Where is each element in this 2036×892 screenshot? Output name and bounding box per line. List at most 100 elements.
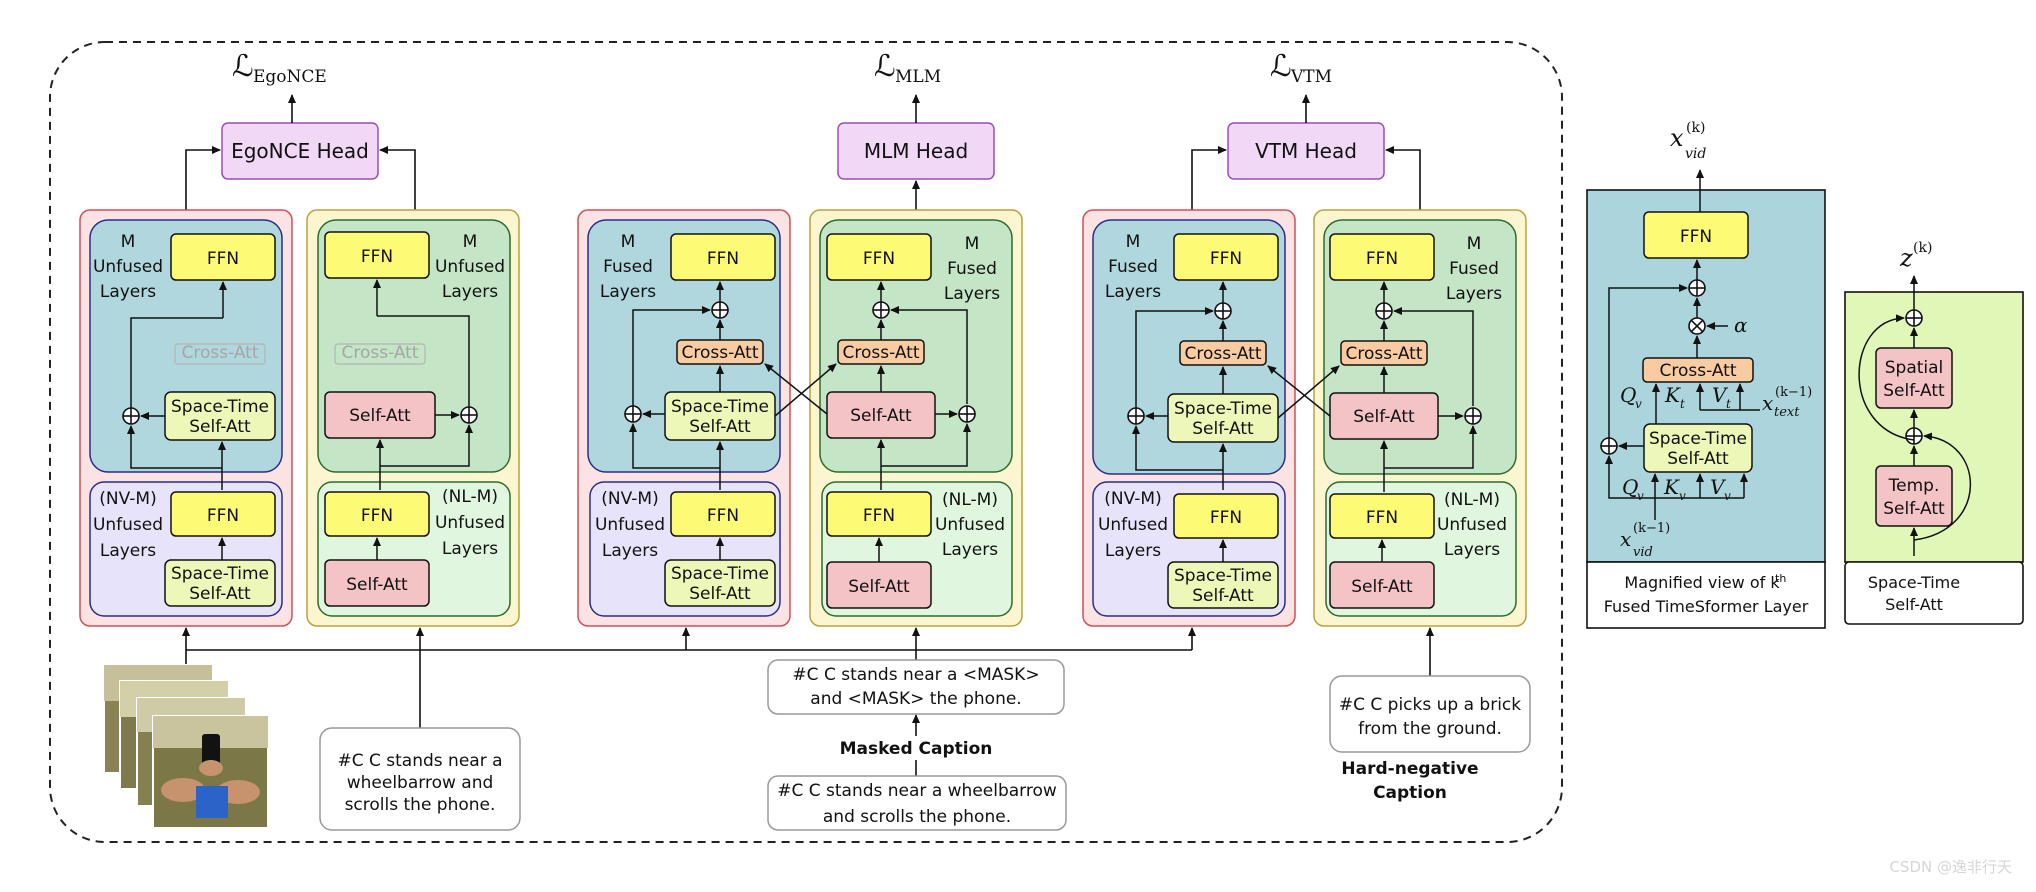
svg-text:Unfused: Unfused xyxy=(435,513,505,533)
svg-text:Space-Time: Space-Time xyxy=(1649,429,1747,449)
svg-text:Cross-Att: Cross-Att xyxy=(1184,344,1261,364)
hard-negative-title-line2: Caption xyxy=(1373,783,1447,803)
head-egonce: EgoNCE Head xyxy=(221,122,379,180)
svg-text:Q: Q xyxy=(1622,475,1638,499)
svg-text:and scrolls the phone.: and scrolls the phone. xyxy=(823,807,1011,827)
svg-text:(NV-M): (NV-M) xyxy=(601,489,658,509)
svg-text:Layers: Layers xyxy=(442,539,498,559)
mlm-text-encoder: FFN M Fused Layers Cross-Att Self-Att FF… xyxy=(809,209,1023,627)
svg-text:Layers: Layers xyxy=(1446,284,1502,304)
svg-text:Unfused: Unfused xyxy=(935,515,1005,535)
svg-text:M: M xyxy=(1467,234,1482,254)
svg-text:wheelbarrow and: wheelbarrow and xyxy=(347,773,494,793)
svg-text:Layers: Layers xyxy=(942,540,998,560)
svg-text:ℒ: ℒ xyxy=(1270,49,1292,84)
caption-box-egonce: #C C stands near a wheelbarrow and scrol… xyxy=(319,727,521,831)
svg-text:Layers: Layers xyxy=(944,284,1000,304)
svg-text:FFN: FFN xyxy=(1680,227,1712,247)
svg-text:Spatial: Spatial xyxy=(1885,358,1944,378)
svg-text:VTM Head: VTM Head xyxy=(1255,139,1357,163)
svg-text:Self-Att: Self-Att xyxy=(689,584,751,604)
svg-text:Space-Time: Space-Time xyxy=(1174,566,1272,586)
loss-mlm: ℒ MLM xyxy=(874,49,941,87)
svg-text:(NL-M): (NL-M) xyxy=(1444,490,1500,510)
svg-text:Cross-Att: Cross-Att xyxy=(842,343,919,363)
svg-text:ℒ: ℒ xyxy=(232,49,254,84)
svg-text:Self-Att: Self-Att xyxy=(1883,499,1945,519)
svg-text:FFN: FFN xyxy=(361,247,393,267)
svg-text:M: M xyxy=(965,234,980,254)
svg-text:Cross-Att: Cross-Att xyxy=(341,343,418,363)
svg-text:V: V xyxy=(1712,383,1729,407)
svg-text:Space-Time: Space-Time xyxy=(171,397,269,417)
svg-text:t: t xyxy=(1726,397,1731,411)
svg-text:Unfused: Unfused xyxy=(1437,515,1507,535)
video-frames-image xyxy=(103,664,269,829)
svg-text:#C C picks up a brick: #C C picks up a brick xyxy=(1339,695,1521,715)
svg-text:#C C stands near a <MASK>: #C C stands near a <MASK> xyxy=(792,665,1039,685)
svg-text:M: M xyxy=(121,232,136,252)
svg-text:#C C stands near a: #C C stands near a xyxy=(337,751,502,771)
svg-text:Unfused: Unfused xyxy=(93,257,163,277)
svg-text:Self-Att: Self-Att xyxy=(189,417,251,437)
svg-text:EgoNCE: EgoNCE xyxy=(253,67,327,87)
svg-text:Temp.: Temp. xyxy=(1888,476,1940,496)
svg-text:Fused: Fused xyxy=(603,257,653,277)
svg-text:FFN: FFN xyxy=(207,506,239,526)
svg-text:Fused: Fused xyxy=(1108,257,1158,277)
svg-text:scrolls the phone.: scrolls the phone. xyxy=(345,795,496,815)
svg-text:Self-Att: Self-Att xyxy=(1192,586,1254,606)
svg-text:(k): (k) xyxy=(1913,240,1932,256)
egonce-video-encoder: M Unfused Layers FFN Cross-Att Space-Tim… xyxy=(79,209,293,627)
svg-text:x: x xyxy=(1670,124,1684,152)
svg-text:(NV-M): (NV-M) xyxy=(99,489,156,509)
svg-text:K: K xyxy=(1664,383,1681,407)
svg-text:Fused TimeSformer Layer: Fused TimeSformer Layer xyxy=(1604,597,1809,616)
watermark: CSDN @逸非行天 xyxy=(1889,858,2012,876)
svg-text:v: v xyxy=(1637,489,1644,503)
svg-text:Layers: Layers xyxy=(1105,541,1161,561)
svg-text:Layers: Layers xyxy=(442,282,498,302)
svg-text:Space-Time: Space-Time xyxy=(671,564,769,584)
svg-text:vid: vid xyxy=(1685,146,1706,162)
svg-text:x: x xyxy=(1620,527,1631,551)
svg-text:FFN: FFN xyxy=(1210,508,1242,528)
svg-text:Self-Att: Self-Att xyxy=(1883,381,1945,401)
svg-text:from the ground.: from the ground. xyxy=(1358,719,1502,739)
svg-text:vid: vid xyxy=(1633,545,1653,560)
svg-text:FFN: FFN xyxy=(1366,508,1398,528)
svg-text:Self-Att: Self-Att xyxy=(689,417,751,437)
svg-text:Self-Att: Self-Att xyxy=(848,577,910,597)
main-dashed-frame xyxy=(49,41,1563,843)
svg-text:Space-Time: Space-Time xyxy=(1868,573,1960,592)
svg-text:Self-Att: Self-Att xyxy=(189,584,251,604)
svg-text:(k−1): (k−1) xyxy=(1775,385,1812,400)
svg-text:Layers: Layers xyxy=(602,541,658,561)
svg-text:Cross-Att: Cross-Att xyxy=(181,343,258,363)
svg-text:FFN: FFN xyxy=(207,249,239,269)
svg-text:Space-Time: Space-Time xyxy=(1174,399,1272,419)
svg-text:Layers: Layers xyxy=(100,282,156,302)
svg-text:Unfused: Unfused xyxy=(1098,515,1168,535)
svg-text:#C C stands near a wheelbarrow: #C C stands near a wheelbarrow xyxy=(777,781,1057,801)
svg-text:Unfused: Unfused xyxy=(435,257,505,277)
svg-text:t: t xyxy=(1680,397,1685,411)
svg-text:Fused: Fused xyxy=(947,259,997,279)
svg-text:(k): (k) xyxy=(1686,120,1705,136)
svg-text:FFN: FFN xyxy=(863,506,895,526)
svg-text:Unfused: Unfused xyxy=(595,515,665,535)
svg-text:Cross-Att: Cross-Att xyxy=(1659,361,1736,381)
svg-text:x: x xyxy=(1762,391,1773,415)
svg-text:M: M xyxy=(463,232,478,252)
svg-text:Space-Time: Space-Time xyxy=(671,397,769,417)
svg-text:Layers: Layers xyxy=(1105,282,1161,302)
vtm-text-encoder: FFN M Fused Layers Cross-Att Self-Att FF… xyxy=(1313,209,1527,627)
caption-box-masked: #C C stands near a <MASK> and <MASK> the… xyxy=(767,659,1065,715)
svg-text:v: v xyxy=(1724,489,1731,503)
loss-egonce: ℒ EgoNCE xyxy=(232,49,327,87)
svg-text:Self-Att: Self-Att xyxy=(850,406,912,426)
svg-text:Self-Att: Self-Att xyxy=(1192,419,1254,439)
svg-text:(NV-M): (NV-M) xyxy=(1104,489,1161,509)
